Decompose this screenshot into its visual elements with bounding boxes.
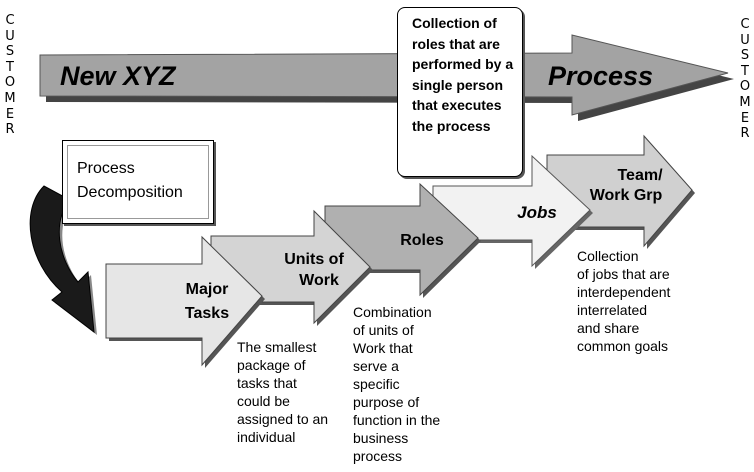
step-label-team-1: Team/ xyxy=(617,167,663,184)
process-decomposition-inner-frame xyxy=(67,145,209,219)
process-decomposition-text: Process Decomposition xyxy=(77,157,183,205)
process-arrow-right-label: Process xyxy=(548,61,653,91)
team-desc-line: interrelated xyxy=(577,302,648,318)
units-description: The smallest package of tasks that could… xyxy=(237,338,328,446)
units-desc-line: package of xyxy=(237,357,306,373)
process-arrow-left-label: New XYZ xyxy=(60,61,177,91)
step-label-jobs: Jobs xyxy=(517,203,557,222)
team-description: Collection of jobs that are interdepende… xyxy=(577,247,670,355)
curved-decomposition-arrow xyxy=(29,185,97,335)
units-desc-line: individual xyxy=(237,429,296,445)
roles-description: Combination of units of Work that serve … xyxy=(353,303,440,465)
process-arrow xyxy=(39,34,734,121)
process-decomposition-line1: Process xyxy=(77,160,135,177)
roles-desc-line: purpose of xyxy=(353,394,420,410)
step-label-roles: Roles xyxy=(400,232,444,249)
process-decomposition-line2: Decomposition xyxy=(77,184,183,201)
step-label-tasks-1: Major xyxy=(186,281,229,298)
roles-desc-line: of units of xyxy=(353,322,414,338)
team-desc-line: interdependent xyxy=(577,284,671,300)
team-desc-line: of jobs that are xyxy=(577,266,670,282)
roles-desc-line: process xyxy=(353,448,403,464)
step-arrow-tasks xyxy=(105,235,265,368)
jobs-description-text: Collection of roles that are performed b… xyxy=(412,15,514,134)
roles-desc-line: specific xyxy=(353,376,400,392)
step-label-units-2: Work xyxy=(299,272,339,289)
roles-desc-line: Work that xyxy=(353,340,413,356)
roles-desc-line: serve a xyxy=(353,358,399,374)
step-label-units-1: Units of xyxy=(284,251,344,268)
jobs-description-callout: Collection of roles that are performed b… xyxy=(397,7,523,177)
units-desc-line: could be xyxy=(237,393,290,409)
process-decomposition-box: Process Decomposition xyxy=(62,140,214,224)
units-desc-line: assigned to an xyxy=(237,411,329,427)
roles-desc-line: Combination xyxy=(353,304,432,320)
units-desc-line: tasks that xyxy=(237,375,297,391)
team-desc-line: Collection xyxy=(577,248,639,264)
team-desc-line: common goals xyxy=(577,338,669,354)
step-label-tasks-2: Tasks xyxy=(185,305,229,322)
roles-desc-line: function in the xyxy=(353,412,441,428)
step-label-team-2: Work Grp xyxy=(590,187,663,204)
units-desc-line: The smallest xyxy=(237,339,317,355)
roles-desc-line: business xyxy=(353,430,409,446)
team-desc-line: and share xyxy=(577,320,640,336)
